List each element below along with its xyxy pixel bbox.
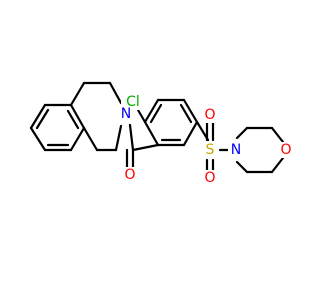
atom-o-sulfonyl-top: O [203,107,217,123]
atom-s-sulfonyl: S [202,142,218,158]
atom-o-carbonyl-label: O [124,167,135,183]
atom-n-amide: N [118,106,134,122]
benzene-ring-center [143,98,199,147]
bond-cl [136,108,147,124]
atom-n-morpholine: N [228,142,244,158]
atom-o-morpholine-label: O [280,142,291,158]
atom-n-morpholine-label: N [231,142,241,158]
atom-n-amide-label: N [121,106,131,122]
atom-o-sulfonyl-bottom-label: O [204,170,215,186]
benzene-ring-left [29,103,86,152]
atom-s-sulfonyl-label: S [206,142,215,158]
bond-n-ring-bottom [114,124,123,152]
amide-group [125,123,160,170]
atom-o-sulfonyl-top-label: O [204,107,215,123]
piperidine-ring [69,81,123,152]
atom-o-carbonyl: O [123,167,137,183]
molecule-structure: Cl O N S O O N O [29,81,293,186]
morpholine-ring [235,126,285,174]
sulfonyl-group [195,119,231,173]
atom-o-sulfonyl-bottom: O [203,170,217,186]
atom-o-morpholine: O [279,142,293,158]
